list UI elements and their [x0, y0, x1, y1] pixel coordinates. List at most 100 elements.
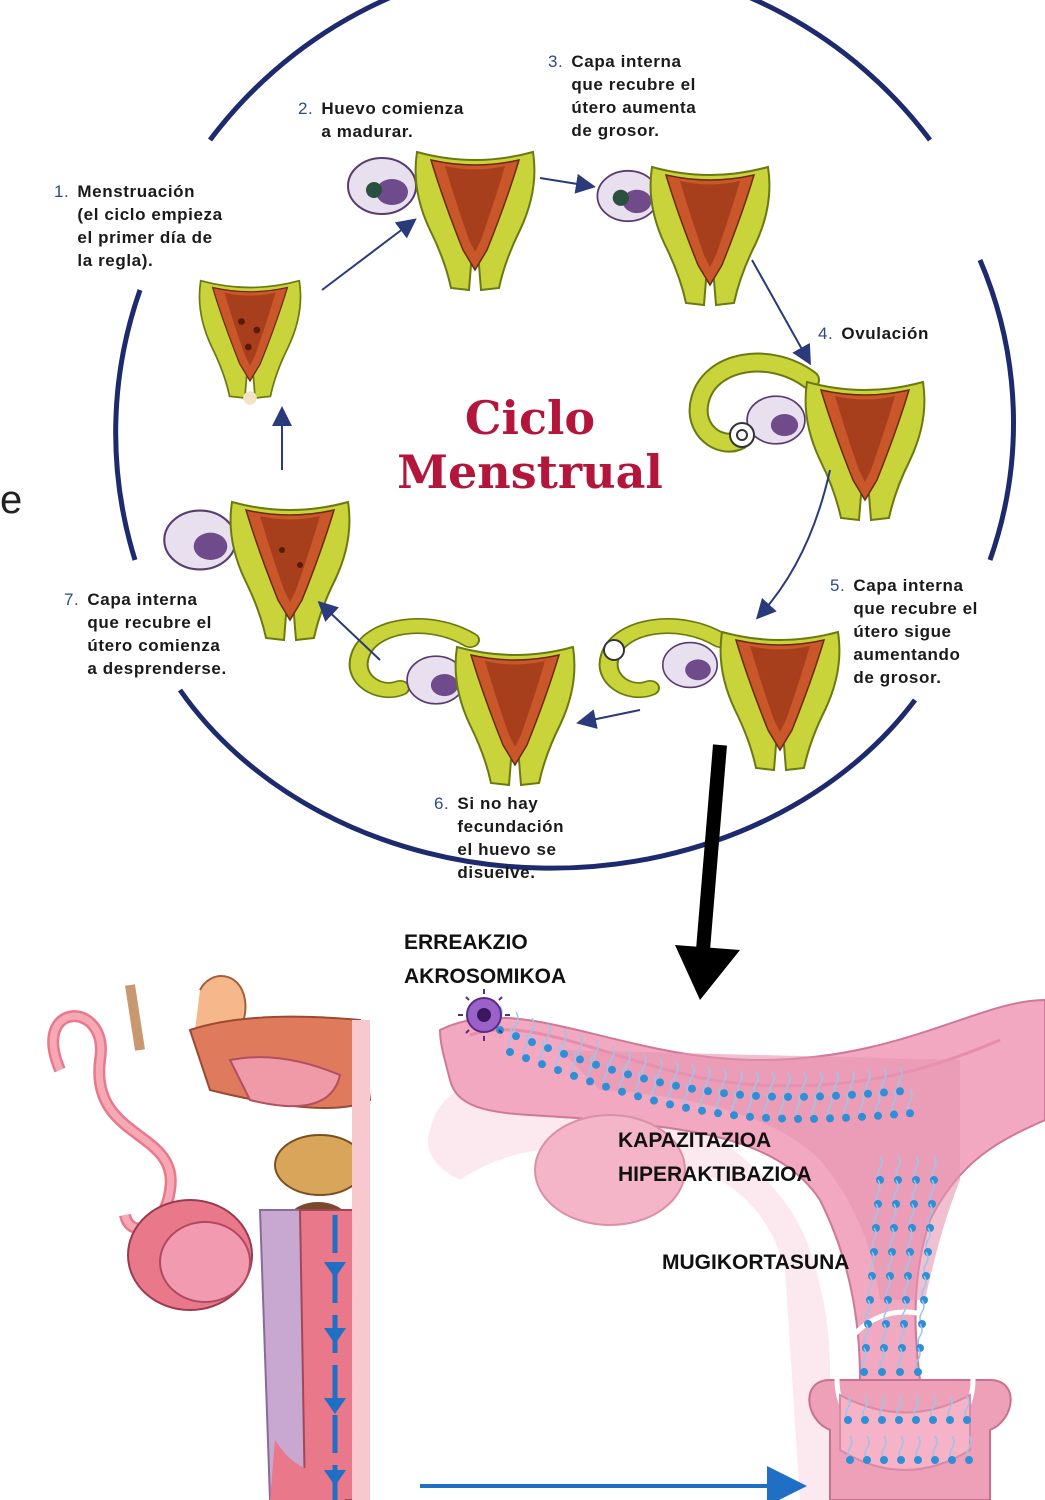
sperm-head [576, 1055, 584, 1064]
sperm-head [570, 1071, 578, 1080]
sperm-head [586, 1077, 594, 1086]
sperm-head [618, 1087, 626, 1096]
sperm-cell [880, 1068, 888, 1097]
sperm-head [890, 1224, 898, 1232]
sperm-cell [900, 1299, 908, 1328]
sperm-head [926, 1224, 934, 1232]
sperm-cell [602, 1062, 610, 1091]
sperm-cell [640, 1054, 648, 1083]
acrosome-egg [458, 989, 510, 1041]
sperm-cell [810, 1094, 818, 1123]
sperm-cell [930, 1155, 938, 1184]
sperm-head [720, 1089, 728, 1098]
sperm-head [892, 1200, 900, 1208]
step-4: 4. Ovulación [818, 322, 929, 345]
sperm-cell [948, 1435, 956, 1464]
sperm-cell [816, 1072, 824, 1101]
sperm-head [858, 1112, 866, 1121]
sperm-head [963, 1416, 971, 1424]
sperm-cell [618, 1067, 626, 1096]
sperm-cell [864, 1299, 872, 1328]
stage6-uterus [454, 646, 576, 786]
sperm-head [880, 1456, 888, 1464]
sperm-cell [736, 1070, 744, 1099]
sperm-head [538, 1060, 546, 1069]
sperm-head [848, 1090, 856, 1099]
sperm-head [965, 1456, 973, 1464]
sperm-cell [890, 1090, 898, 1119]
sperm-head [912, 1176, 920, 1184]
sperm-cell [688, 1064, 696, 1093]
sperm-cell [897, 1435, 905, 1464]
sperm-cell [848, 1070, 856, 1099]
sperm-head [906, 1109, 914, 1118]
sperm-head [522, 1054, 530, 1063]
sperm-cell [876, 1155, 884, 1184]
sperm-head [762, 1113, 770, 1122]
sperm-head [946, 1416, 954, 1424]
step-3: 3. Capa interna que recubre el útero aum… [548, 50, 696, 142]
stage7-uterus [229, 501, 351, 641]
sperm-head [512, 1032, 520, 1041]
sperm-head [876, 1176, 884, 1184]
sperm-head [528, 1038, 536, 1047]
sperm-head [640, 1074, 648, 1083]
acrosome-label: ERREAKZIO AKROSOMIKOA [404, 926, 566, 994]
sperm-cell [896, 1066, 904, 1096]
sperm-head [895, 1416, 903, 1424]
sperm-head [816, 1092, 824, 1101]
sperm-cell [860, 1347, 868, 1376]
sperm-cell [878, 1395, 886, 1424]
sperm-cell [752, 1071, 760, 1100]
sperm-cell [861, 1395, 869, 1424]
sperm-head [672, 1081, 680, 1090]
sperm-head [864, 1320, 872, 1328]
acrosome-label-line2: AKROSOMIKOA [404, 965, 567, 988]
sperm-cell [886, 1251, 894, 1280]
step-7: 7. Capa interna que recubre el útero com… [64, 588, 227, 680]
sperm-cell [864, 1069, 872, 1098]
sperm-head [868, 1272, 876, 1280]
sperm-cell [704, 1066, 712, 1096]
sperm-cell [910, 1179, 918, 1208]
sperm-cell [544, 1023, 552, 1053]
sperm-cell [906, 1227, 914, 1256]
step-5: 5. Capa interna que recubre el útero sig… [830, 574, 978, 689]
sperm-cell [874, 1091, 882, 1120]
sperm-cell [768, 1072, 776, 1101]
sperm-head [920, 1296, 928, 1304]
sperm-head [634, 1092, 642, 1101]
step-3-text: Capa interna que recubre el útero aument… [571, 52, 697, 140]
sperm-cell [892, 1179, 900, 1208]
male-duct-arrowheads [324, 1262, 346, 1486]
sperm-head [666, 1100, 674, 1109]
stage2-uterus [414, 151, 536, 291]
sperm-head [908, 1224, 916, 1232]
sperm-cell [858, 1092, 866, 1121]
sperm-cell [904, 1251, 912, 1280]
sperm-cell [698, 1086, 706, 1115]
sperm-head [890, 1110, 898, 1119]
sperm-cell [506, 1027, 514, 1056]
sperm-cell [880, 1435, 888, 1464]
sperm-head [846, 1456, 854, 1464]
sperm-cell [554, 1045, 562, 1075]
sperm-cell [794, 1094, 802, 1123]
sperm-head [844, 1416, 852, 1424]
step-4-text: Ovulación [841, 324, 929, 343]
sperm-head [714, 1109, 722, 1118]
sperm-head [924, 1248, 932, 1256]
sperm-cell [634, 1071, 642, 1101]
sperm-head [928, 1200, 936, 1208]
sperm-head [948, 1456, 956, 1464]
cycle-title-line1: Ciclo [464, 391, 596, 445]
sperm-cell [832, 1071, 840, 1100]
sperm-cells [496, 1005, 973, 1464]
sperm-cell [862, 1323, 870, 1352]
sperm-head [914, 1368, 922, 1376]
sperm-head [860, 1368, 868, 1376]
sperm-cell [916, 1323, 924, 1352]
sperm-cell [720, 1068, 728, 1098]
sperm-cell [868, 1251, 876, 1280]
sperm-cell [512, 1011, 520, 1041]
